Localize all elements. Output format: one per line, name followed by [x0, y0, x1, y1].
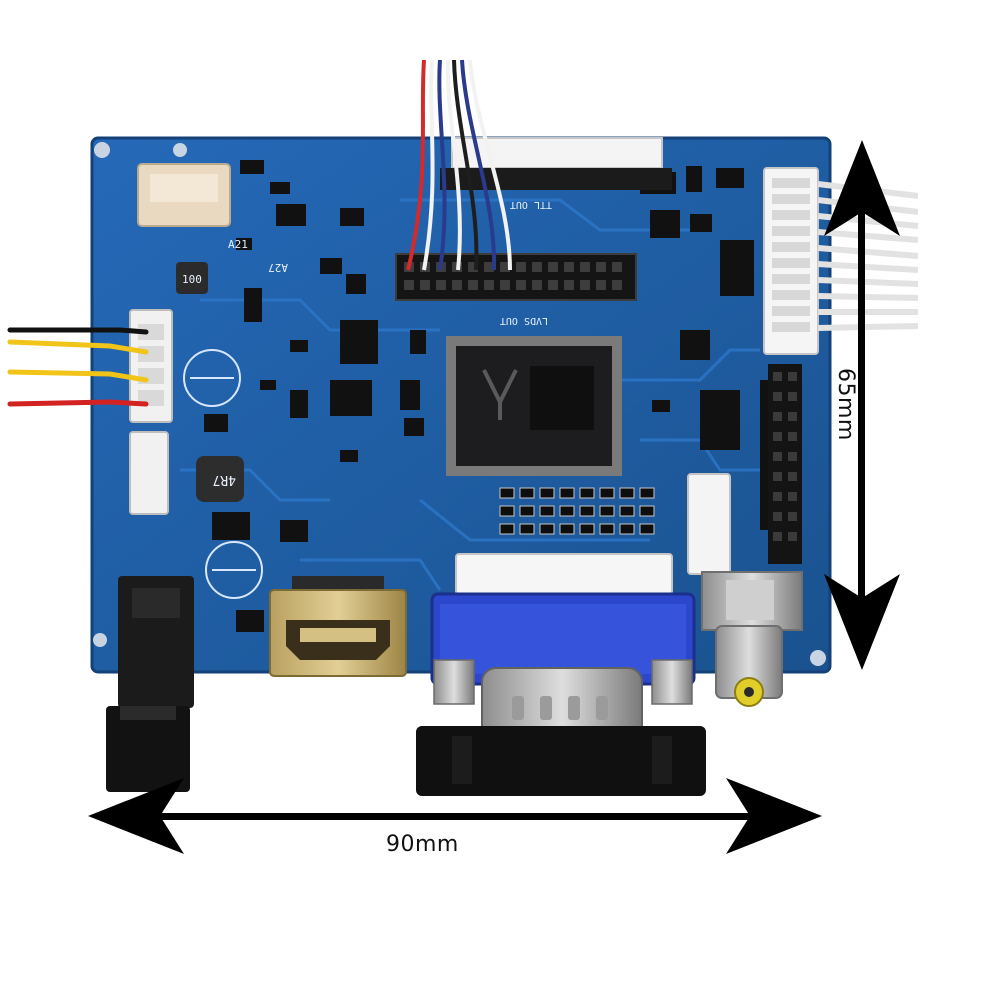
- silkscreen-label: A27: [268, 261, 288, 274]
- silkscreen-label: TTL OUT: [510, 199, 552, 210]
- backlight-wires: [7, 327, 149, 407]
- mounting-hole: [810, 650, 826, 666]
- inductor-marking: 4R7: [213, 472, 236, 487]
- power-header-connector: [137, 163, 231, 227]
- audio-connector: [687, 473, 731, 575]
- width-dimension-arrow: [88, 778, 822, 854]
- main-scaler-chip: [446, 336, 622, 476]
- white-header-connector: [455, 553, 673, 595]
- backlight-wire-connector: [129, 309, 173, 515]
- capacitor-footprint: [183, 349, 263, 599]
- silkscreen-label: LVDS OUT: [500, 315, 548, 326]
- silkscreen-label: A21: [228, 238, 248, 251]
- inductor-marking: 100: [182, 273, 202, 286]
- lvds-cable: [406, 59, 512, 271]
- ribbon-connector-right: [763, 167, 819, 355]
- mounting-hole: [173, 143, 187, 157]
- resistor-array: [499, 487, 655, 535]
- lvds-header: LVDS OUT: [395, 253, 637, 326]
- height-dimension-label: 65mm: [833, 368, 858, 441]
- inductor-100: 100: [176, 262, 208, 294]
- mounting-hole: [94, 142, 110, 158]
- height-dimension-arrow: [824, 140, 900, 670]
- mounting-hole: [93, 633, 107, 647]
- width-dimension-label: 90mm: [386, 832, 459, 857]
- dc-power-jack: [106, 576, 194, 792]
- inductor-4r7: 4R7: [196, 456, 244, 502]
- vga-port: [416, 592, 706, 796]
- hdmi-port: [269, 576, 407, 677]
- keypad-pin-header: [768, 364, 802, 564]
- rca-av-jack: [701, 571, 803, 707]
